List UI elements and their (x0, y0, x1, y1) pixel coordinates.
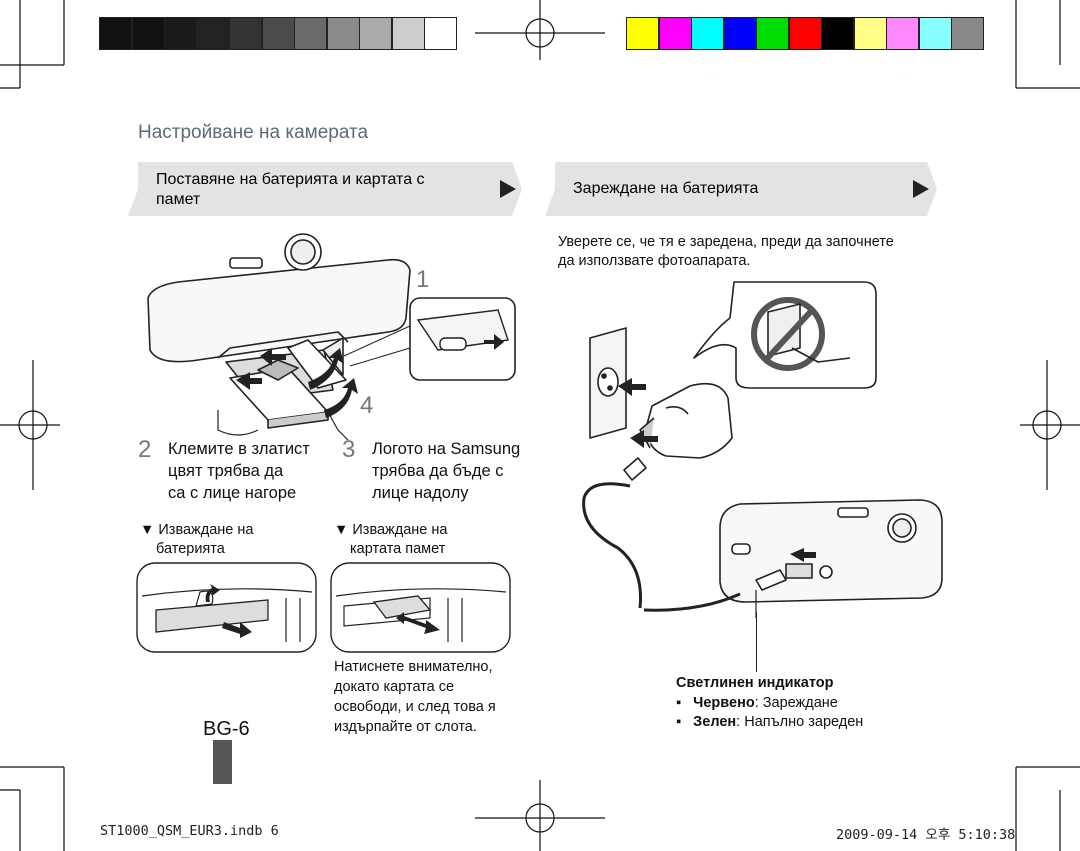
charging-banner: Зареждане на батерията (545, 162, 937, 216)
right-arrow-icon (484, 334, 504, 350)
indicator-pointer-line (756, 612, 757, 672)
banner-line2: памет (156, 191, 201, 208)
card-removal-illustration (330, 562, 511, 653)
right-arrow-icon (790, 548, 816, 562)
remove-card-line2: картата памет (350, 541, 446, 557)
remove-battery-line2: батерията (156, 541, 225, 557)
color-swatch (918, 17, 952, 50)
banner-line1: Поставяне на батерията и картата с (156, 171, 425, 188)
indicator-red-text: : Зареждане (754, 695, 838, 711)
curved-arrow-icon (205, 584, 220, 602)
charging-banner-label: Зареждане на батерията (573, 180, 759, 197)
page-tab-marker (213, 740, 232, 784)
color-swatch (326, 17, 360, 50)
step-number-3: 3 (342, 436, 356, 463)
card-note-line4: издърпайте от слота. (334, 719, 477, 735)
double-arrow-icon (396, 612, 440, 634)
battery-lock-icon (439, 337, 467, 351)
step-number-4: 4 (360, 392, 374, 419)
color-swatch (756, 17, 789, 50)
bullet: ▪ (676, 714, 682, 730)
card-note-line2: докато картата се (334, 679, 455, 695)
left-arrow-icon (236, 372, 262, 390)
footer-timestamp: 2009-09-14 오후 5:10:38 (836, 827, 1016, 843)
left-arrow-icon (618, 378, 646, 396)
indicator-green-label: Зелен (693, 714, 737, 730)
color-swatch (164, 17, 197, 50)
footer-filename: ST1000_QSM_EUR3.indb 6 (100, 823, 279, 839)
step-number-1: 1 (416, 266, 430, 293)
card-note-line3: освободи, и след това я (334, 699, 496, 715)
bullet: ▪ (676, 695, 682, 711)
step2-line2: цвят трябва да (168, 462, 284, 480)
section-title: Настройване на камерата (138, 122, 369, 143)
color-swatch (424, 17, 457, 50)
color-swatch (626, 17, 659, 50)
step3-line3: лице надолу (372, 484, 469, 502)
page-id: BG-6 (203, 718, 250, 740)
color-swatch (391, 17, 425, 50)
step2-line1: Клемите в златист (168, 440, 310, 458)
left-arrow-icon (630, 430, 658, 448)
battery-card-banner: Поставяне на батерията и картата с памет (128, 162, 522, 216)
color-swatch (359, 17, 392, 50)
step-number-2: 2 (138, 436, 152, 463)
step2-line3: са с лице нагоре (168, 484, 297, 502)
color-swatch (294, 17, 327, 50)
color-swatch (886, 17, 919, 50)
indicator-green-text: : Напълно зареден (736, 714, 864, 730)
indicator-green: ▪ Зелен: Напълно зареден (676, 713, 863, 732)
charging-illustration (582, 281, 943, 618)
step3-line2: трябва да бъде с (372, 462, 504, 480)
down-right-arrow-icon (222, 622, 252, 638)
indicator-red-label: Червено (693, 695, 755, 711)
intro-line1: Уверете се, че тя е заредена, преди да з… (558, 234, 894, 250)
battery-insert-illustration (147, 233, 516, 441)
remove-battery-line1: ▼ Изваждане на (140, 522, 254, 538)
indicator-title: Светлинен индикатор (676, 675, 834, 691)
play-arrow-icon (500, 180, 516, 198)
color-swatch (951, 17, 984, 50)
curved-arrow-icon (324, 378, 358, 418)
color-swatch (853, 17, 887, 50)
remove-card-line1: ▼ Изваждане на (334, 522, 448, 538)
card-note-line1: Натиснете внимателно, (334, 659, 493, 675)
indicator-red: ▪ Червено: Зареждане (676, 694, 838, 713)
battery-removal-illustration (136, 562, 317, 653)
left-arrow-icon (260, 348, 286, 366)
color-swatch (131, 17, 165, 50)
step3-line1: Логото на Samsung (372, 440, 521, 458)
color-swatch (229, 17, 262, 50)
curved-arrow-icon (308, 348, 344, 390)
play-arrow-icon (913, 180, 929, 198)
color-swatch (788, 17, 822, 50)
intro-line2: да използвате фотоапарата. (558, 253, 751, 269)
color-swatch (99, 17, 132, 50)
